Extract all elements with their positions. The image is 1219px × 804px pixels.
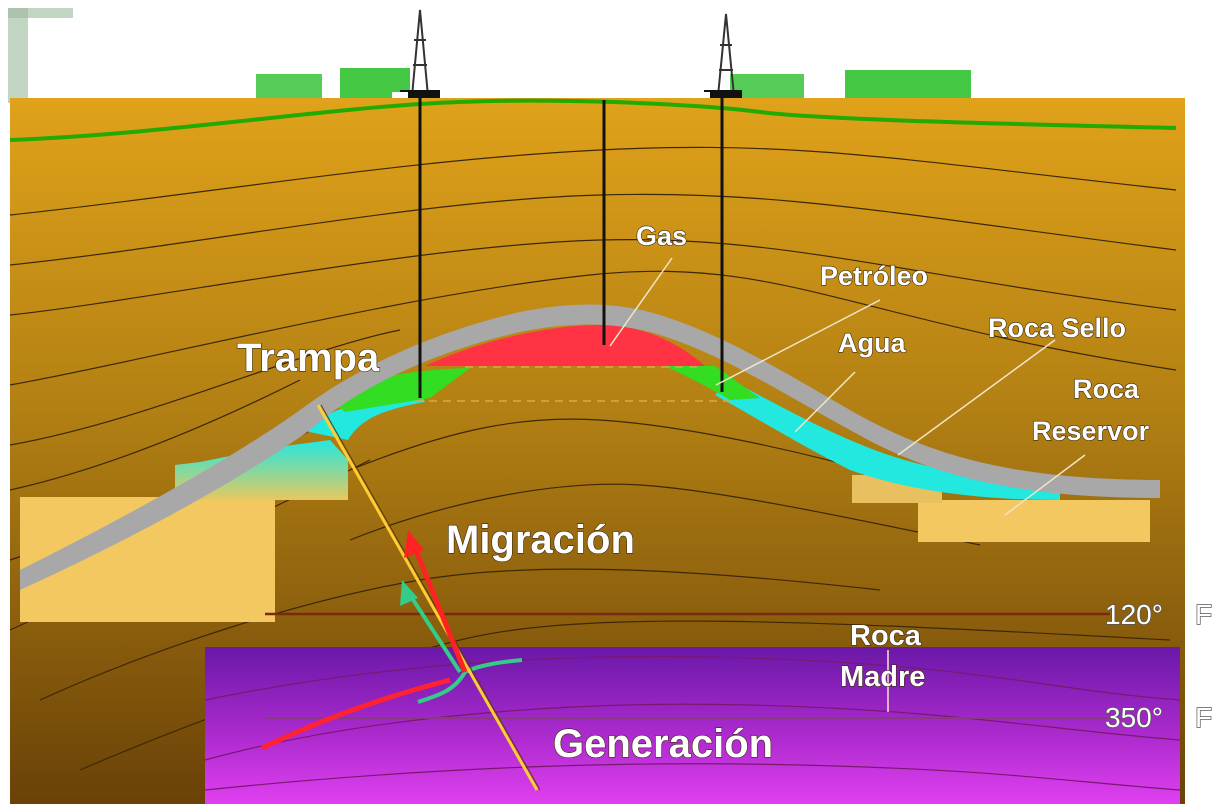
label-generacion: Generación	[553, 722, 773, 766]
label-temp-350-unit: F	[1195, 702, 1212, 733]
well-bores	[418, 96, 724, 398]
reservoir-sand-right	[918, 500, 1150, 542]
label-temp-120-unit: F	[1195, 599, 1212, 630]
generated-oil-streak	[260, 677, 451, 751]
label-roca-madre-2: Madre	[840, 661, 925, 693]
label-roca-sello: Roca Sello	[988, 313, 1126, 343]
migration-arrow-icon	[404, 530, 468, 673]
label-temp-350: 350°	[1105, 702, 1163, 733]
source-rock-strata	[204, 655, 1181, 791]
seal-rock	[20, 304, 1160, 590]
gas-cap	[425, 325, 705, 366]
right-margin	[1185, 98, 1219, 804]
label-roca-madre-1: Roca	[850, 620, 922, 652]
label-migracion: Migración	[446, 518, 635, 562]
corner-mark	[8, 8, 28, 103]
drilling-rig-icon	[694, 13, 742, 98]
migration-arrow-icon	[400, 580, 462, 674]
label-gas: Gas	[636, 221, 687, 251]
oil-zone-right	[665, 366, 760, 400]
surface-line	[9, 98, 1177, 142]
pointer-lines	[609, 257, 1086, 712]
label-agua: Agua	[838, 328, 906, 358]
fault-line-shadow	[320, 404, 541, 791]
label-roca-reservorio-1: Roca	[1073, 374, 1140, 404]
label-roca-reservorio-2: Reservor	[1032, 416, 1150, 446]
label-trampa: Trampa	[237, 336, 380, 380]
label-petroleo: Petróleo	[820, 261, 928, 291]
label-temp-120: 120°	[1105, 599, 1163, 630]
oil-zone-left	[330, 368, 470, 412]
sky	[0, 0, 1219, 100]
fault-line	[316, 404, 539, 791]
building-icon	[256, 68, 971, 100]
corner-mark-top	[8, 8, 73, 18]
